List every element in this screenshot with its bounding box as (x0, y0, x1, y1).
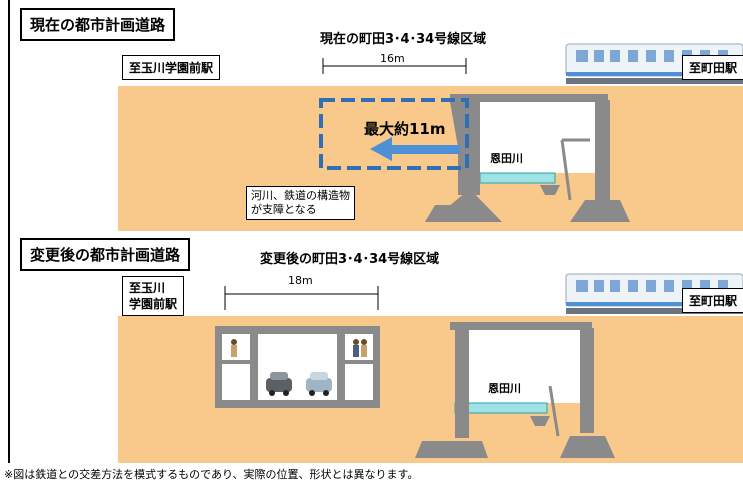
left-footing (415, 441, 488, 458)
obstacle-callout: 河川、鉄道の構造物 が支障となる (246, 186, 355, 220)
current-plan-panel: 現在の都市計画道路 現在の町田3･4･34号線区域 16m 至玉川学園前駅 至町… (10, 0, 743, 231)
left-pier (455, 328, 469, 438)
pedestrian-left-icon (231, 339, 237, 345)
ground (118, 316, 743, 463)
revised-section-label: 変更後の町田3･4･34号線区域 (260, 252, 440, 267)
current-left-station-label: 至玉川学園前駅 (122, 55, 221, 80)
right-pier (595, 100, 610, 200)
pedestrian-right-icon (353, 339, 359, 345)
bridge-deck (450, 322, 592, 330)
arrow-shaft (390, 145, 460, 154)
tunnel-wall-left (250, 334, 258, 400)
revised-plan-scene (118, 273, 743, 463)
current-section-label: 現在の町田3･4･34号線区域 (320, 32, 487, 47)
revised-width-label: 18m (288, 274, 313, 287)
sidewalk-left (222, 360, 250, 364)
left-station-line-2: 学園前駅 (129, 297, 178, 311)
small-footing (530, 416, 550, 426)
footnote: ※図は鉄道との交差方法を模式するものであり、実際の位置、形状とは異なります。 (4, 468, 419, 481)
left-footing (425, 205, 480, 222)
bridge-opening (480, 98, 604, 173)
left-frame-line (8, 0, 10, 463)
current-plan-title: 現在の都市計画道路 (20, 8, 176, 41)
revised-right-station-label: 至町田駅 (682, 288, 743, 313)
tunnel-wall-right (337, 334, 345, 400)
revised-river-label: 恩田川 (488, 382, 521, 395)
current-width-label: 16m (380, 52, 405, 65)
pier-brace (548, 385, 560, 437)
max-width-label: 最大約11m (364, 120, 446, 138)
car-left-icon (266, 372, 292, 396)
current-river-label: 恩田川 (490, 152, 523, 165)
river-water (479, 172, 556, 184)
tunnel-interior (222, 334, 373, 400)
callout-line-1: 河川、鉄道の構造物 (251, 189, 350, 202)
current-plan-scene (118, 43, 743, 231)
right-footing (560, 436, 615, 458)
revised-left-station-label: 至玉川 学園前駅 (122, 276, 185, 316)
bridge-opening (455, 328, 585, 403)
left-station-line-1: 至玉川 (129, 281, 166, 295)
car-right-icon (306, 372, 332, 396)
sidewalk-right (345, 360, 373, 364)
arrow-left-icon (370, 137, 392, 161)
current-right-station-label: 至町田駅 (682, 55, 743, 80)
revised-plan-title: 変更後の都市計画道路 (20, 238, 191, 271)
right-pier (580, 328, 594, 433)
callout-line-2: が支障となる (251, 203, 317, 216)
right-footing (570, 200, 630, 222)
pier-brace (560, 139, 572, 201)
bridge-deck (450, 94, 608, 102)
small-footing (540, 185, 560, 195)
ground (118, 86, 743, 231)
revised-plan-panel: 変更後の都市計画道路 変更後の町田3･4･34号線区域 18m 至玉川 学園前駅… (10, 236, 743, 463)
max-area-dashed-box (319, 98, 469, 170)
